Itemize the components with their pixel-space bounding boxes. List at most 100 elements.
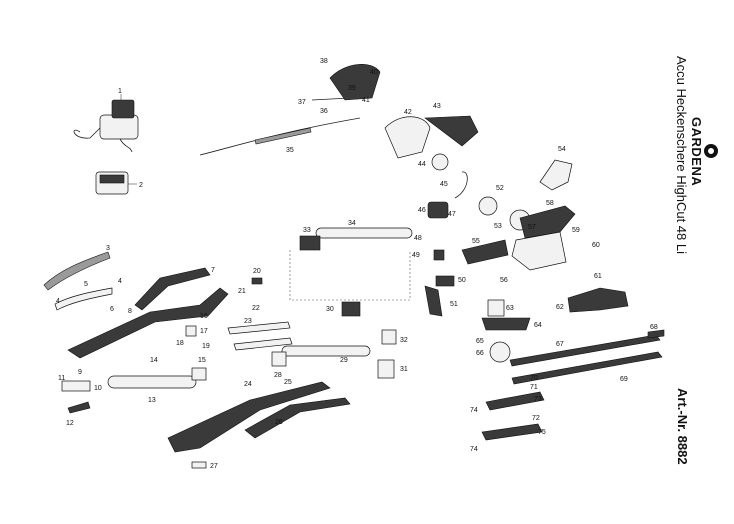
part-27 — [191, 461, 207, 469]
part-handle-62 — [567, 287, 629, 313]
callout-20: 20 — [253, 268, 261, 275]
callout-33: 33 — [303, 227, 311, 234]
part-hook-45 — [454, 171, 468, 199]
assembly-guide — [289, 250, 411, 301]
part-ring-44 — [431, 153, 449, 171]
callout-3: 3 — [106, 245, 110, 252]
callout-49: 49 — [412, 252, 420, 259]
part-charger — [73, 94, 139, 153]
part-bracket-55 — [461, 239, 509, 265]
callout-63: 63 — [506, 305, 514, 312]
callout-51: 51 — [450, 301, 458, 308]
callout-66: 66 — [476, 350, 484, 357]
callout-15: 15 — [198, 357, 206, 364]
part-plate-75 — [481, 423, 543, 441]
part-housing-42 — [384, 116, 431, 159]
callout-28: 28 — [274, 372, 282, 379]
part-30 — [341, 301, 361, 317]
callout-62: 62 — [556, 304, 564, 311]
callout-21: 21 — [238, 288, 246, 295]
callout-30: 30 — [326, 306, 334, 313]
callout-65: 65 — [476, 338, 484, 345]
part-shaft-34 — [315, 227, 413, 239]
part-28 — [271, 351, 287, 367]
callout-74b: 74 — [470, 446, 478, 453]
callout-7: 7 — [211, 267, 215, 274]
callout-4a: 4 — [118, 278, 122, 285]
product-name: Accu Heckenschere HighCut 48 Li — [674, 56, 689, 254]
callout-8: 8 — [128, 308, 132, 315]
callout-41: 41 — [362, 97, 370, 104]
callout-38: 38 — [320, 58, 328, 65]
callout-57: 57 — [528, 224, 536, 231]
callout-44: 44 — [418, 161, 426, 168]
callout-34: 34 — [348, 220, 356, 227]
callout-1: 1 — [118, 88, 122, 95]
callout-24: 24 — [244, 381, 252, 388]
callout-72: 72 — [532, 415, 540, 422]
part-housing-43 — [424, 115, 479, 147]
callouts: 1 2 3 4 4 5 6 7 8 9 10 11 12 13 14 15 16… — [56, 58, 658, 470]
part-rods — [227, 321, 293, 351]
part-15 — [191, 367, 207, 381]
callout-5: 5 — [84, 281, 88, 288]
part-20 — [251, 277, 263, 285]
callout-50: 50 — [458, 277, 466, 284]
part-17 — [185, 325, 197, 337]
callout-9: 9 — [78, 369, 82, 376]
callout-14: 14 — [150, 357, 158, 364]
callout-61: 61 — [594, 273, 602, 280]
part-shaft-end-33 — [299, 235, 321, 251]
callout-59: 59 — [572, 227, 580, 234]
part-lower-frame — [67, 287, 229, 359]
part-blade-69 — [511, 351, 663, 385]
callout-47: 47 — [448, 211, 456, 218]
part-plate-73 — [485, 391, 545, 411]
part-guard-strip — [43, 251, 111, 291]
part-51 — [424, 285, 443, 317]
callout-48: 48 — [414, 235, 422, 242]
part-battery — [95, 171, 137, 195]
callout-11: 11 — [58, 375, 65, 382]
callout-53: 53 — [494, 223, 502, 230]
callout-39: 39 — [348, 85, 356, 92]
part-housing-58 — [519, 205, 576, 239]
callout-35: 35 — [286, 147, 294, 154]
part-housing-59 — [511, 231, 567, 271]
part-tube-13 — [107, 375, 197, 389]
callout-31: 31 — [400, 366, 408, 373]
callout-40: 40 — [370, 69, 378, 76]
callout-23: 23 — [244, 318, 252, 325]
callout-36: 36 — [320, 108, 328, 115]
part-gearbox-64 — [481, 317, 531, 331]
part-base-frame — [167, 381, 331, 453]
callout-4b: 4 — [56, 298, 60, 305]
callout-29: 29 — [340, 357, 348, 364]
callout-13: 13 — [148, 397, 156, 404]
callout-22: 22 — [252, 305, 260, 312]
part-tube-29 — [281, 345, 371, 357]
part-31 — [377, 359, 395, 379]
article-number: Art.-Nr. 8882 — [675, 388, 690, 465]
callout-55: 55 — [472, 238, 480, 245]
callout-54: 54 — [558, 146, 566, 153]
callout-58: 58 — [546, 200, 554, 207]
part-motor-46 — [427, 201, 449, 219]
callout-32: 32 — [400, 337, 408, 344]
brand-block: GARDENA Accu Heckenschere HighCut 48 Li — [674, 50, 718, 254]
callout-67: 67 — [556, 341, 564, 348]
part-base-brace — [244, 397, 351, 439]
part-49 — [433, 249, 445, 261]
callout-56: 56 — [500, 277, 508, 284]
callout-25: 25 — [284, 379, 292, 386]
part-trigger-54 — [539, 159, 573, 191]
callout-27: 27 — [210, 463, 218, 470]
gardena-logo-icon — [704, 143, 718, 158]
callout-71: 71 — [530, 384, 538, 391]
callout-69: 69 — [620, 376, 628, 383]
callout-68: 68 — [650, 324, 658, 331]
part-50 — [435, 275, 455, 287]
part-bracket-11 — [61, 380, 91, 392]
callout-16: 16 — [200, 313, 208, 320]
